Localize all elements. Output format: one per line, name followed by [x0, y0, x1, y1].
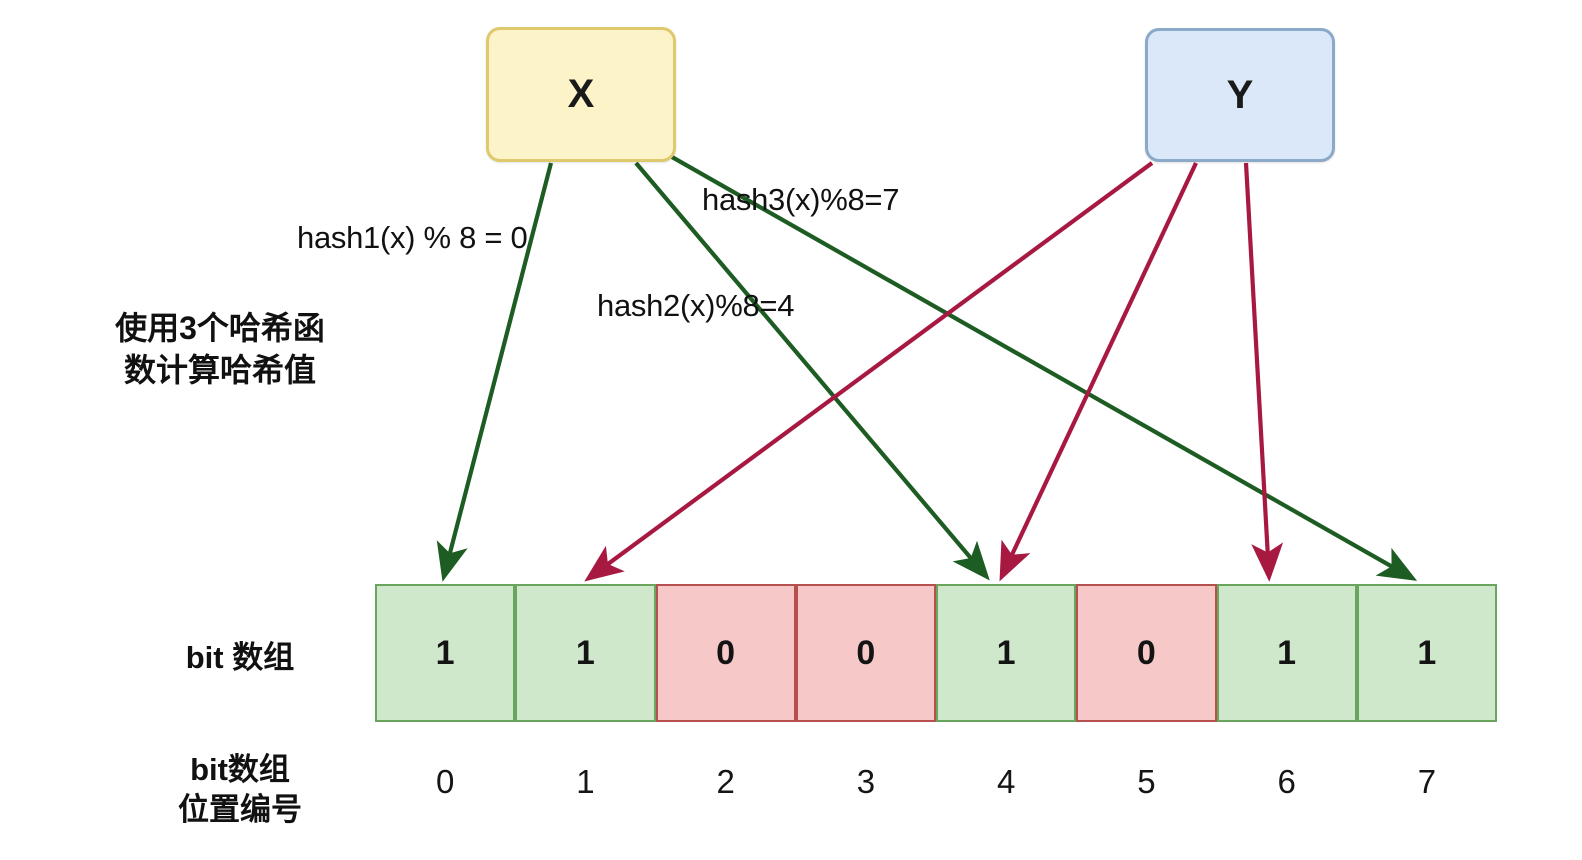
bit-cell-1[interactable]: 1 [515, 584, 656, 722]
side-note-line-1: 使用3个哈希函 [115, 310, 325, 346]
node-x-label: X [567, 72, 595, 116]
bit-index-7: 7 [1417, 763, 1437, 800]
edge-y-to-bit6 [1243, 162, 1284, 582]
bit-index-label: bit数组 位置编号 [110, 750, 370, 831]
node-y[interactable]: Y [1145, 28, 1335, 162]
bit-index-2: 2 [716, 763, 735, 800]
bit-array: 1 1 0 0 1 0 1 1 [375, 584, 1497, 722]
bit-cell-0[interactable]: 1 [375, 584, 516, 722]
bit-index-6: 6 [1277, 763, 1296, 800]
bit-cell-7[interactable]: 1 [1356, 584, 1497, 722]
bit-index-label-line-1: bit数组 [190, 752, 290, 787]
bit-cell-2[interactable]: 0 [655, 584, 796, 722]
bit-cell-6[interactable]: 1 [1216, 584, 1357, 722]
bit-array-label: bit 数组 [185, 640, 295, 675]
bit-index-0: 0 [435, 763, 455, 800]
node-x[interactable]: X [486, 27, 676, 162]
edge-y-to-bit4 [999, 162, 1198, 582]
edge-x-to-bit4 [634, 161, 990, 581]
bit-index-4: 4 [996, 763, 1016, 800]
edge-label-hash2: hash2(x)%8=4 [597, 288, 795, 323]
bit-index-row: 0 1 2 3 4 5 6 7 [375, 763, 1497, 801]
node-y-label: Y [1226, 72, 1254, 117]
bit-cell-5[interactable]: 0 [1076, 584, 1217, 722]
edge-label-hash3: hash3(x)%8=7 [702, 182, 900, 217]
bit-index-3: 3 [856, 763, 876, 800]
side-note: 使用3个哈希函 数计算哈希值 [75, 307, 365, 391]
edge-label-hash1: hash1(x) % 8 = 0 [297, 220, 528, 255]
edge-y-to-bit1 [584, 161, 1154, 582]
bit-cell-3[interactable]: 0 [795, 584, 936, 722]
bit-cell-4[interactable]: 1 [936, 584, 1077, 722]
side-note-line-2: 数计算哈希值 [123, 352, 316, 389]
bit-index-1: 1 [576, 763, 595, 800]
bit-index-label-line-2: 位置编号 [178, 792, 302, 828]
edge-x-to-bit7 [670, 155, 1418, 581]
bit-index-5: 5 [1137, 763, 1156, 800]
